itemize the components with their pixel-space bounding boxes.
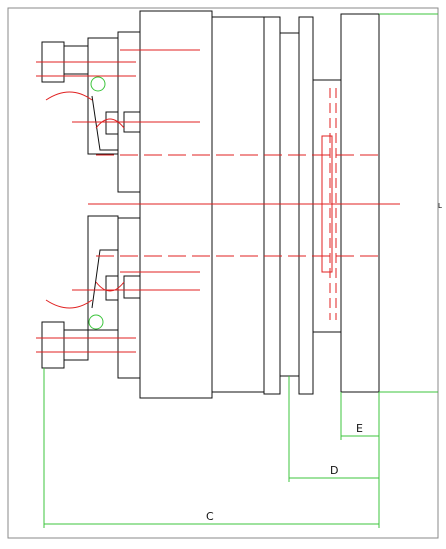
- dimension-lines: [43, 13, 438, 528]
- mold-outline: [87, 10, 380, 399]
- center-lines: [36, 49, 400, 353]
- cavity-insert: [312, 79, 342, 333]
- plate-c: [298, 16, 314, 395]
- clamp-detail-upper: [41, 41, 141, 151]
- ejector-block-upper: [87, 37, 119, 155]
- right-plate: [340, 13, 380, 393]
- dim-d-label: D: [330, 464, 338, 477]
- plate-a: [263, 16, 281, 395]
- drawing-border: [7, 7, 439, 539]
- dim-c-label: C: [206, 510, 214, 523]
- ejector-block-lower: [87, 215, 119, 331]
- dim-l-label: L: [438, 202, 442, 210]
- clamp-detail-lower: [41, 249, 141, 369]
- dim-e-label: E: [356, 422, 363, 435]
